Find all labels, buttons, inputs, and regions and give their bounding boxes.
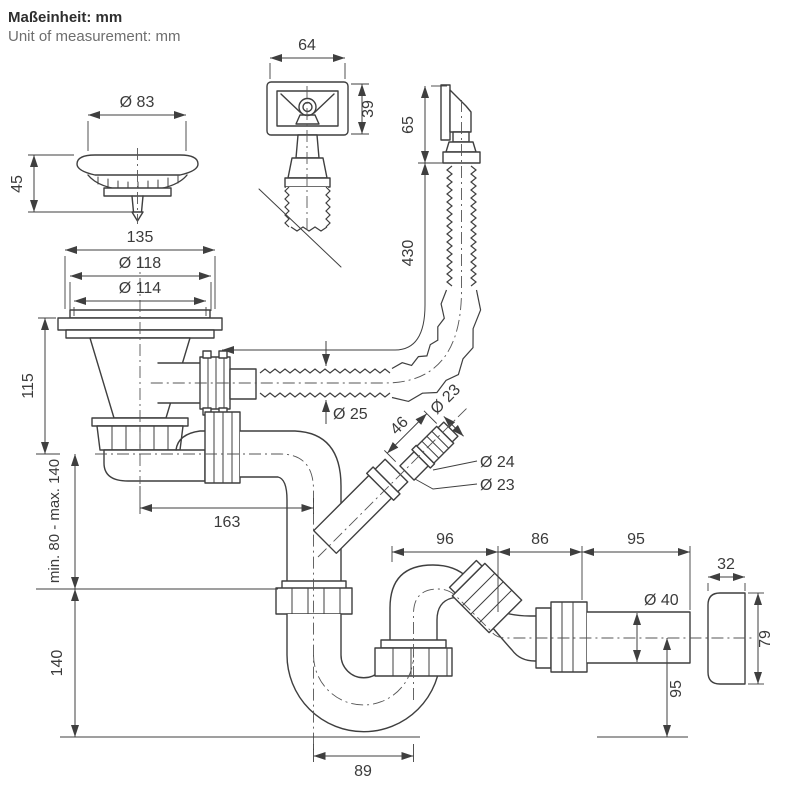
dim-trap-height: 140 [49,650,66,677]
dim-strainer-diameter: Ø 83 [120,94,155,111]
dim-adapter-barb-diameter: Ø 24 [480,454,515,471]
dim-outlet-offset: 163 [214,514,241,531]
overflow-front-drawing [258,81,349,268]
dim-outlet-pipe-height: 95 [668,680,685,698]
dim-overflow-width: 64 [298,37,316,54]
dim-trap-width-1: 96 [436,531,454,548]
unit-header: Maßeinheit: mm Unit of measurement: mm [8,8,181,46]
dim-drain-body-height: 115 [20,373,37,399]
dim-overflow-hose-length: 430 [400,240,417,267]
dim-adjustable-height: min. 80 - max. 140 [46,459,63,583]
dim-overflow-elbow-height: 65 [400,116,417,134]
dim-trap-width-2: 86 [531,531,549,548]
dim-outlet-pipe-diameter: Ø 40 [644,592,679,609]
dimension-annotations: Ø 83 45 64 39 65 430 135 [9,37,774,780]
unit-title-en: Unit of measurement: mm [8,28,181,45]
unit-title-de: Maßeinheit: mm [8,9,123,26]
dim-overflow-hose-diameter: Ø 25 [333,406,368,423]
dim-trap-bottom-width: 89 [354,763,372,780]
drain-body-drawing [57,309,342,589]
dim-adapter-length: 46 [387,414,412,439]
dim-rosette-width: 32 [717,556,735,573]
dim-trap-width-3: 95 [627,531,645,548]
dim-flange-outer-diameter: Ø 118 [119,255,162,272]
dim-strainer-height: 45 [9,175,26,193]
trap-outlet-drawing [275,559,691,733]
dim-flange-inner-diameter: Ø 114 [119,280,162,297]
dim-rosette-height: 79 [757,630,774,648]
dim-adapter-neck-diameter: Ø 23 [480,477,515,494]
dim-flange-width: 135 [127,229,154,246]
wall-rosette-drawing [707,592,746,685]
dim-overflow-height: 39 [360,100,377,118]
